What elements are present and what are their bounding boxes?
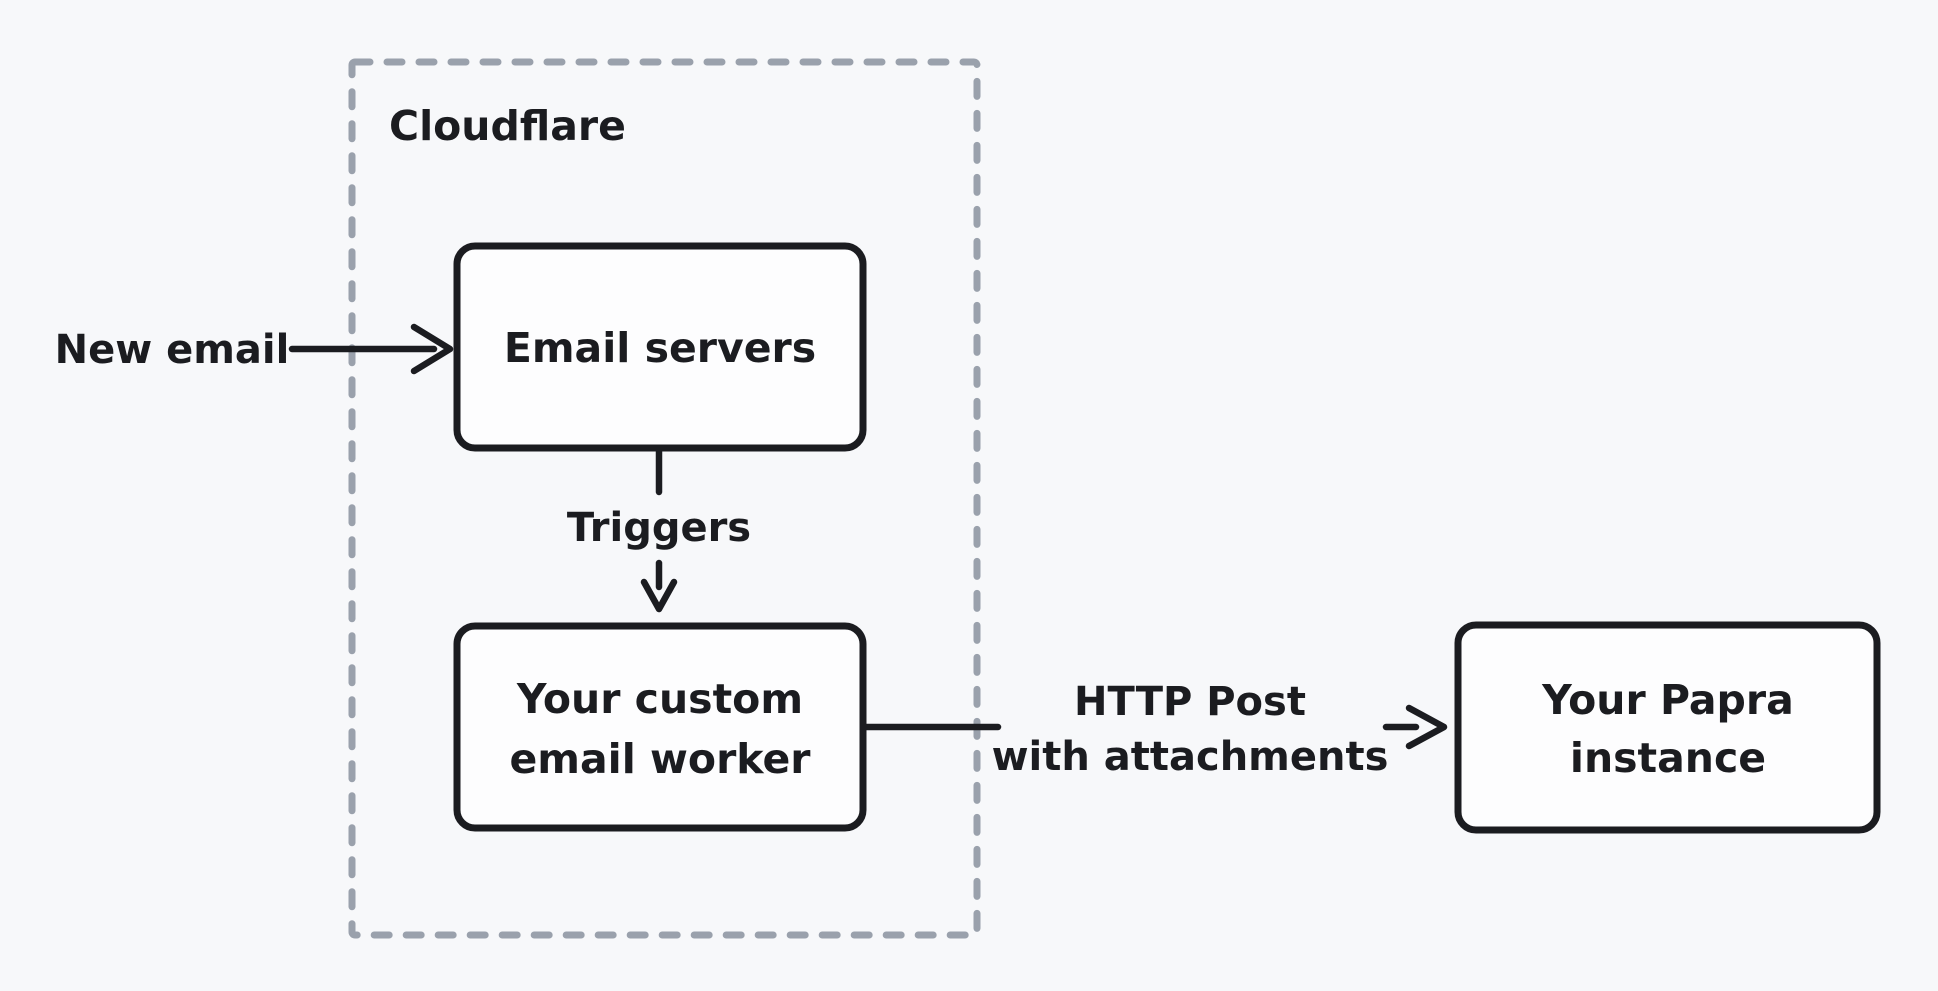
papra-instance-label-line1: Your Papra	[1541, 676, 1794, 724]
http-post-arrowhead-icon	[1405, 704, 1448, 750]
custom-email-worker-box	[453, 622, 867, 832]
cloudflare-container-box	[348, 58, 981, 939]
email-servers-box	[453, 242, 867, 452]
papra-instance-label-line2: instance	[1570, 734, 1766, 782]
new-email-arrowhead-icon	[410, 323, 454, 375]
edge-new-email: New email	[55, 323, 454, 375]
triggers-edge-label: Triggers	[567, 505, 751, 551]
triggers-arrowhead-icon	[640, 578, 678, 613]
node-custom-email-worker: Your custom email worker	[453, 622, 867, 832]
email-servers-label: Email servers	[504, 324, 816, 372]
edge-triggers: Triggers	[567, 444, 751, 613]
custom-email-worker-label-line2: email worker	[509, 735, 811, 783]
custom-email-worker-label-line1: Your custom	[516, 675, 803, 723]
node-papra-instance: Your Papra instance	[1454, 621, 1881, 834]
http-post-edge-label-line2: with attachments	[992, 734, 1389, 780]
papra-instance-box	[1454, 621, 1881, 834]
cloudflare-container-label: Cloudflare	[389, 102, 626, 150]
http-post-edge-label-line1: HTTP Post	[1074, 679, 1306, 725]
new-email-edge-label: New email	[55, 327, 290, 373]
edge-http-post: HTTP Post with attachments	[859, 679, 1448, 780]
node-email-servers: Email servers	[453, 242, 867, 452]
